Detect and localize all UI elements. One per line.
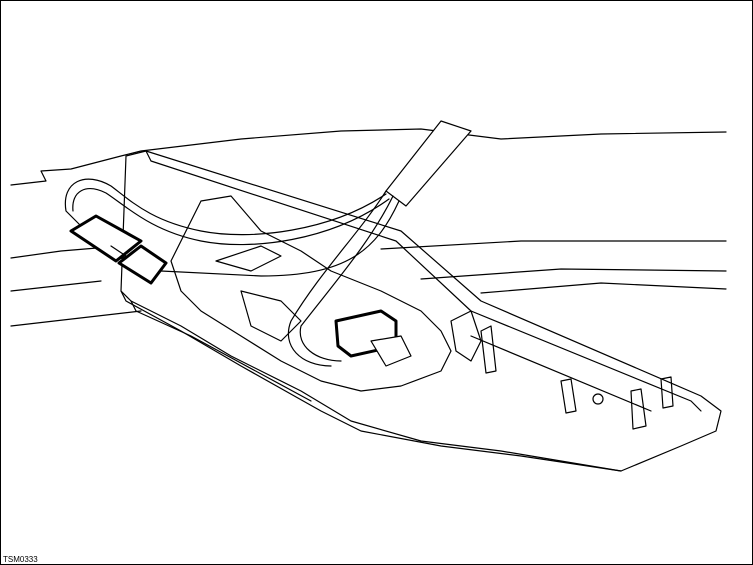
console-housing <box>120 150 722 472</box>
connector-left <box>69 214 168 285</box>
wiring-harness <box>64 120 472 367</box>
figure-reference-code: TSM0333 <box>3 555 38 564</box>
headlining-panel <box>10 128 727 327</box>
connector-right <box>334 309 412 367</box>
